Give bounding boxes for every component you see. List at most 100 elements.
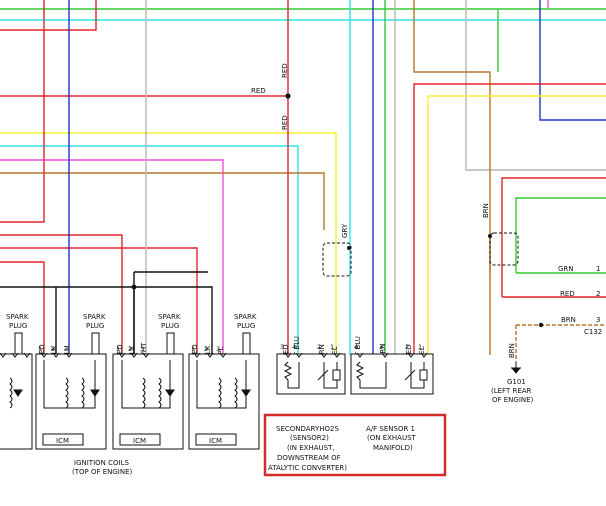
ignition-coils [0,353,260,450]
coil-winding-3a [218,377,222,409]
shield-center [322,242,352,277]
coil-internal-2 [121,360,171,409]
af-line3: MANIFOLD) [373,444,413,452]
icm-label-1: ICM [56,437,69,445]
sec-pin3: 3 [280,343,284,351]
shields [322,232,519,277]
af-line2: (ON EXHAUST [367,434,417,442]
ground-line2: OF ENGINE) [492,396,534,404]
label-coil2-blk: BLK [128,345,136,359]
label-af-red: RED [405,344,413,359]
label-red-1: RED [281,63,289,78]
coil-module-3 [188,353,260,450]
splice-brn-right [538,322,544,328]
splice-gry [347,246,351,250]
c132-label: C132 [584,328,602,336]
coil-module-0 [0,353,33,450]
coil-winding-1b [81,377,85,409]
label-c132-red: RED [560,290,575,298]
sensor-pin-numbers: 3 4 2 1 4 3 2 1 [280,343,422,351]
icm-label-3: ICM [209,437,222,445]
ground-id: G101 [507,378,526,386]
label-coil1-red: RED [38,344,46,359]
label-coil3-red: RED [191,344,199,359]
label-c132-grn: GRN [558,265,574,273]
wire-red-coil3 [0,261,45,355]
coil1-pin3: 3 [64,345,68,353]
wire-red-c132 [501,177,606,297]
coil-winding-2b [158,377,162,409]
ignition-coils-title: IGNITION COILS [74,459,129,467]
label-brn-g101: BRN [508,343,516,358]
spark-plug-3-label2: PLUG [161,322,179,330]
wire-labels: RED RED RED GRY BRN BRN RED BLK BLU RED … [38,63,602,360]
splice-black [131,284,137,290]
wire-red-left [0,0,45,223]
sec-line1: SECONDARYHO2S [276,425,339,433]
coil3-pin3: 3 [216,345,220,353]
splices [131,93,544,328]
coil3-pin1: 1 [191,345,195,353]
spark-plug-4-label: SPARK [234,313,257,321]
label-c132-brn: BRN [561,316,576,324]
spark-plug-1-label2: PLUG [9,322,27,330]
coil-winding-3b [234,377,238,409]
secondary-sensor-text: SECONDARYHO2S (SENSOR2) (IN EXHAUST, DOW… [268,425,347,472]
ignition-coils-subtitle: (TOP OF ENGINE) [72,468,133,476]
wire-yellow-right [427,95,606,355]
shield-right [489,232,519,266]
splice-red [285,93,291,99]
icm-label-2: ICM [133,437,146,445]
label-af-ltblu: LT BLU [354,336,362,359]
c132-pin-1: 1 [596,265,600,273]
coil-winding-0 [9,377,13,409]
sec-pin1: 1 [330,343,334,351]
wire-brown-1 [0,172,325,230]
o2-sensors [276,353,434,395]
spark-plug-4-label2: PLUG [237,322,255,330]
coil3-pin2: 2 [204,345,208,353]
sec-line2: (SENSOR2) [290,434,329,442]
c132-pin-3: 3 [596,316,600,324]
label-brn-right: BRN [482,203,490,218]
icm-labels: ICM ICM ICM [56,437,222,445]
label-coil3-ppl: PPL [217,347,225,359]
wire-yellow-1 [0,132,337,355]
icm-box-2 [119,433,161,446]
wire-blue-right [539,0,606,121]
af-pin4: 4 [354,343,358,351]
wire-magenta-1 [0,159,224,355]
label-coil1-blu: BLU [63,346,71,359]
sec-line5: ATALYTIC CONVERTER) [268,464,347,472]
coil1-pin1: 1 [38,345,42,353]
coil-internal-3 [196,360,247,409]
coil2-pin3: 3 [140,345,144,353]
left-wire-runs [0,0,606,355]
spark-plug-2-label: SPARK [83,313,106,321]
label-gry: GRY [341,223,349,238]
spark-plug-3-label: SPARK [158,313,181,321]
label-sec-ltblu: LT BLU [293,336,301,359]
label-sec-red: RED [282,344,290,359]
af-pin1: 1 [418,343,422,351]
af-pin3: 3 [379,343,383,351]
sensor-pins [284,352,428,358]
wire-black-bus [0,286,213,355]
label-coil3-blk: BLK [204,345,212,359]
sec-line3: (IN EXHAUST, [287,444,335,452]
ground-icon [510,362,522,374]
label-af-grn: GRN [379,343,387,359]
diode-1 [90,389,100,397]
label-sec-brn: BRN [318,344,326,359]
coil-pins [0,352,227,358]
label-red-3: RED [251,87,266,95]
spark-plug-2-label2: PLUG [86,322,104,330]
icm-box-3 [195,433,237,446]
diode-0 [13,389,23,397]
wire-red-right [413,83,606,355]
wire-brown-center [413,0,491,355]
coil2-pin1: 1 [116,345,120,353]
coil-internal-1 [43,360,96,409]
wire-green-c132 [515,197,606,273]
label-sec-yel: YEL [331,346,339,360]
